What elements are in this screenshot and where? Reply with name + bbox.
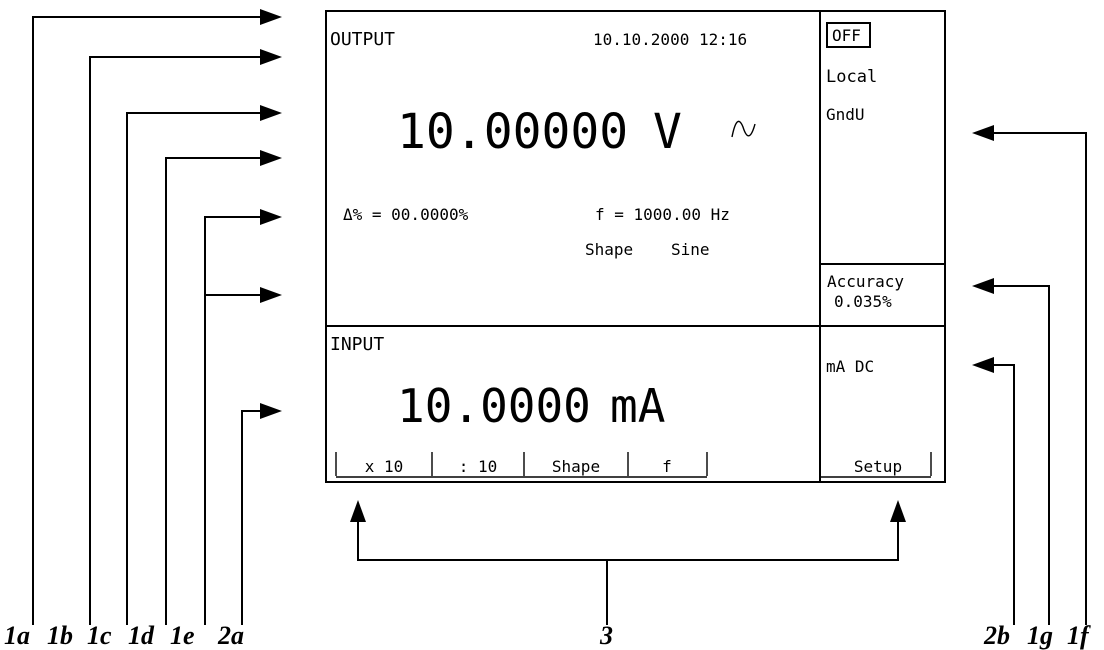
callout-label-2b: 2b <box>983 621 1010 650</box>
arrowhead-icon <box>260 150 282 166</box>
leader-1e <box>204 216 262 625</box>
leader-3 <box>357 522 899 561</box>
leader-1c <box>126 112 262 625</box>
arrowhead-icon <box>260 9 282 25</box>
input-unit: mA <box>610 379 665 433</box>
callout-label-3: 3 <box>599 621 613 650</box>
right-callouts <box>972 125 1087 625</box>
output-datetime: 10.10.2000 12:16 <box>593 30 747 49</box>
callout-label-1f: 1f <box>1067 621 1091 650</box>
arrowhead-icon <box>260 105 282 121</box>
softkey-frequency[interactable]: f <box>662 457 672 476</box>
callout-label-1d: 1d <box>128 621 155 650</box>
softkey-divide-10[interactable]: : 10 <box>459 457 498 476</box>
arrowhead-icon <box>972 125 994 141</box>
output-shape-label: Shape <box>585 240 633 259</box>
arrowhead-icon <box>260 287 282 303</box>
input-label: INPUT <box>330 334 384 355</box>
output-deviation: Δ% = 00.0000% <box>343 205 469 224</box>
input-mode: mA DC <box>826 357 874 376</box>
arrowhead-icon <box>260 403 282 419</box>
off-badge-frame <box>826 22 871 48</box>
callout-label-2a: 2a <box>217 621 244 650</box>
accuracy-value: 0.035% <box>834 292 892 311</box>
callout-label-1c: 1c <box>87 621 112 650</box>
output-shape-value: Sine <box>671 240 710 259</box>
leader-1f <box>992 132 1087 625</box>
arrowhead-icon <box>260 49 282 65</box>
display-frame <box>325 10 946 483</box>
accuracy-label: Accuracy <box>827 272 904 291</box>
leader-1g <box>992 285 1050 625</box>
softkey-x10[interactable]: x 10 <box>365 457 404 476</box>
callout-label-1e: 1e <box>170 621 195 650</box>
output-label: OUTPUT <box>330 29 395 50</box>
softkey-setup[interactable]: Setup <box>854 457 902 476</box>
leader-2b <box>992 364 1015 625</box>
softkey-shape[interactable]: Shape <box>552 457 600 476</box>
callout-label-1b: 1b <box>47 621 73 650</box>
off-badge[interactable]: OFF <box>832 26 861 45</box>
output-main-value: 10.00000 <box>397 104 628 160</box>
bottom-callout <box>350 500 906 625</box>
arrowhead-icon <box>260 209 282 225</box>
callout-label-1a: 1a <box>4 621 30 650</box>
callout-labels: 1a 1b 1c 1d 1e 2a 3 2b 1g 1f <box>4 621 1091 650</box>
leader-1b <box>89 56 262 625</box>
arrowhead-icon <box>972 357 994 373</box>
leader-1a <box>32 16 262 625</box>
softkey-bar: x 10 : 10 Shape f Setup <box>335 452 932 478</box>
arrowhead-icon <box>972 278 994 294</box>
leader-1d <box>165 157 262 625</box>
output-main-unit: V <box>653 104 682 160</box>
arrowhead-icon <box>350 500 366 522</box>
status-mode: Local <box>826 67 877 87</box>
leader-2a <box>241 410 262 625</box>
status-ground: GndU <box>826 105 865 124</box>
calibrator-display: OUTPUT 10.10.2000 12:16 10.00000 V Δ% = … <box>325 10 946 483</box>
callout-label-1g: 1g <box>1027 621 1053 650</box>
left-callouts <box>32 9 282 625</box>
sine-wave-icon <box>731 120 756 138</box>
input-value: 10.0000 <box>397 379 591 433</box>
arrowhead-icon <box>890 500 906 522</box>
output-frequency: f = 1000.00 Hz <box>595 205 730 224</box>
